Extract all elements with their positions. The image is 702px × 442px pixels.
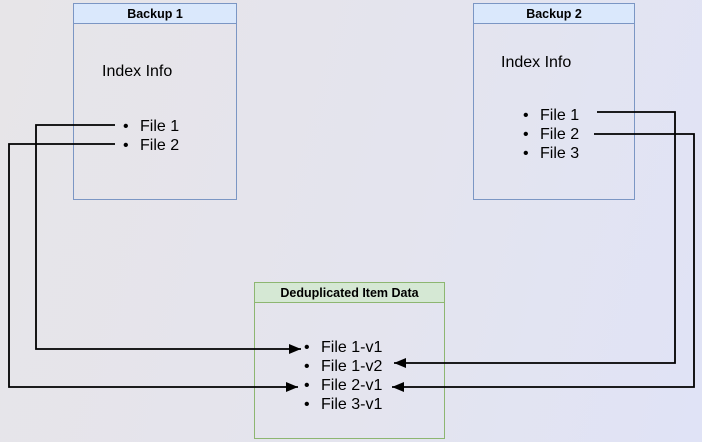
list-item: File 2-v1 bbox=[303, 376, 382, 395]
backup1-subtitle: Index Info bbox=[102, 63, 173, 80]
list-item: File 1-v1 bbox=[303, 338, 382, 357]
list-item: File 1 bbox=[122, 117, 179, 136]
backup2-subtitle: Index Info bbox=[501, 54, 572, 71]
list-item: File 2 bbox=[122, 136, 179, 155]
list-item: File 1-v2 bbox=[303, 357, 382, 376]
list-item: File 3-v1 bbox=[303, 395, 382, 414]
dedup-file-list: File 1-v1 File 1-v2 File 2-v1 File 3-v1 bbox=[303, 338, 382, 414]
backup1-file-list: File 1 File 2 bbox=[122, 117, 179, 155]
list-item: File 2 bbox=[522, 125, 579, 144]
backup1-title: Backup 1 bbox=[74, 4, 236, 24]
backup2-box: Backup 2 Index Info File 1 File 2 File 3 bbox=[473, 3, 635, 200]
backup1-box: Backup 1 Index Info File 1 File 2 bbox=[73, 3, 237, 200]
dedup-box: Deduplicated Item Data File 1-v1 File 1-… bbox=[254, 282, 445, 439]
backup2-file-list: File 1 File 2 File 3 bbox=[522, 106, 579, 163]
dedup-title: Deduplicated Item Data bbox=[255, 283, 444, 303]
backup2-title: Backup 2 bbox=[474, 4, 634, 24]
list-item: File 1 bbox=[522, 106, 579, 125]
list-item: File 3 bbox=[522, 144, 579, 163]
